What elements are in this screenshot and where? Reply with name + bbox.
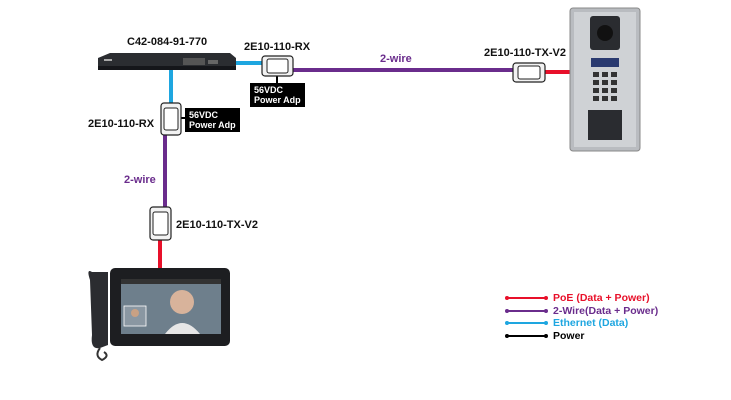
tx-label-2: 2E10-110-TX-V2 <box>176 219 258 231</box>
legend-ethernet: Ethernet (Data) <box>553 317 629 329</box>
power-adapter-voltage: 56VDC <box>189 110 219 120</box>
rx-converter-2 <box>160 102 182 136</box>
indoor-monitor <box>88 268 230 362</box>
power-adapter-voltage: 56VDC <box>254 85 284 95</box>
power-adapter-text: Power Adp <box>254 95 301 105</box>
legend-poe: PoE (Data + Power) <box>553 292 650 304</box>
legend-2wire: 2-Wire(Data + Power) <box>553 305 659 317</box>
power-adapter-text: Power Adp <box>189 120 236 130</box>
network-switch <box>98 53 236 70</box>
rx-label-1: 2E10-110-RX <box>244 41 311 53</box>
power-adapter-2: 56VDC Power Adp <box>185 108 240 132</box>
legend-power: Power <box>553 330 585 342</box>
wire-label-horizontal: 2-wire <box>380 53 412 65</box>
rx-label-2: 2E10-110-RX <box>88 118 155 130</box>
rx-converter-1 <box>261 55 294 77</box>
door-station <box>569 7 641 152</box>
legend-lines <box>505 296 548 338</box>
tx-converter-2 <box>149 206 172 241</box>
switch-label: C42-084-91-770 <box>127 36 208 48</box>
wire-label-vertical: 2-wire <box>124 174 156 186</box>
tx-label-1: 2E10-110-TX-V2 <box>484 47 566 59</box>
power-adapter-1: 56VDC Power Adp <box>250 83 305 107</box>
tx-converter-1 <box>512 62 546 83</box>
